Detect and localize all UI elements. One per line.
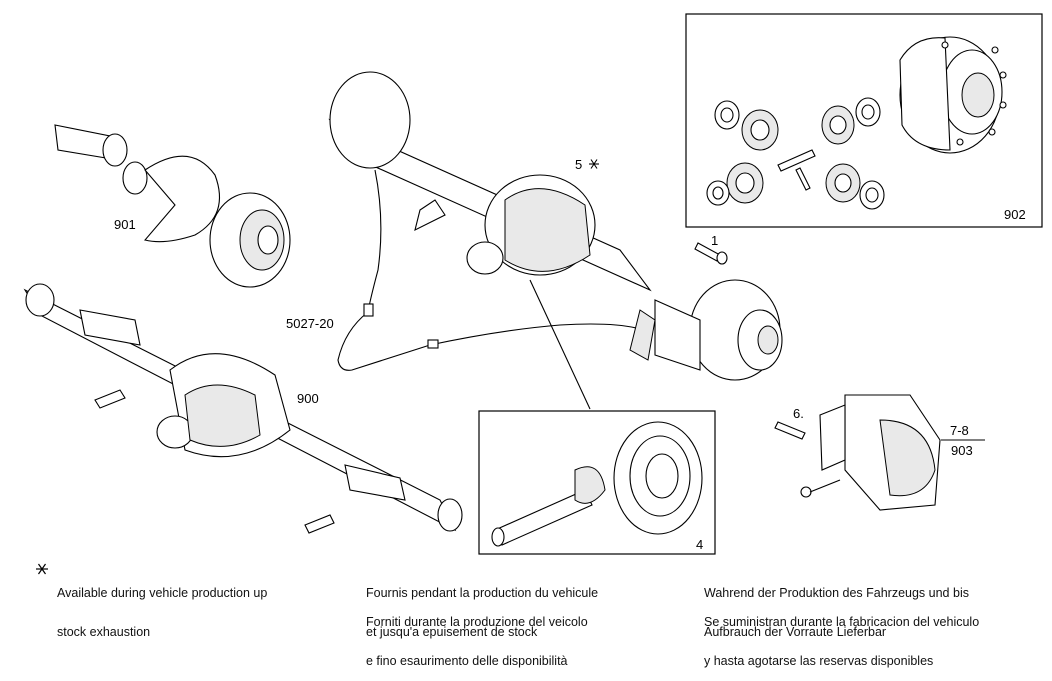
part-label-903: 903	[951, 443, 973, 458]
part-label-5027-20: 5027-20	[286, 316, 334, 331]
part-label-901: 901	[114, 217, 136, 232]
note-english-line2: stock exhaustion	[57, 625, 151, 639]
note-spanish-line1: Se suministran durante la fabricacion de…	[704, 615, 980, 629]
part-label-4: 4	[696, 537, 703, 552]
note-english-line1: Available during vehicle production up	[57, 586, 268, 600]
footnote-availability-mark	[34, 561, 50, 577]
brake-hose	[337, 169, 637, 371]
lower-axle-housing-900	[23, 283, 463, 534]
brake-caliper-903	[774, 394, 985, 511]
note-spanish-line2: y hasta agotarse las reservas disponible…	[704, 654, 934, 668]
part-label-7-8: 7-8	[950, 423, 969, 438]
detail-frame-902	[685, 13, 1043, 228]
asterisk-icon	[589, 159, 599, 169]
upper-axle-assembly	[328, 71, 783, 381]
note-english: Available during vehicle production up s…	[57, 561, 267, 652]
asterisk-icon	[36, 563, 48, 575]
part-label-6: 6.	[793, 406, 804, 421]
hub-brake-group-901	[54, 124, 291, 288]
part-label-5: 5	[575, 157, 582, 172]
note-italian-line2: e fino esaurimento delle disponibilità	[366, 654, 568, 668]
part-label-902: 902	[1004, 207, 1026, 222]
note-french-line1: Fournis pendant la production du vehicul…	[366, 586, 599, 600]
axle-exploded-diagram: 901 5027-20 900 5 1 902 4 6. 7-8 903	[23, 13, 1043, 555]
note-german-line1: Wahrend der Produktion des Fahrzeugs und…	[704, 586, 969, 600]
part-label-1: 1	[711, 233, 718, 248]
part-label-900: 900	[297, 391, 319, 406]
note-italian-line1: Forniti durante la produzione del veicol…	[366, 615, 588, 629]
note-spanish: Se suministran durante la fabricacion de…	[704, 590, 979, 681]
note-italian: Forniti durante la produzione del veicol…	[366, 590, 588, 681]
detail-frame-4	[478, 279, 716, 555]
